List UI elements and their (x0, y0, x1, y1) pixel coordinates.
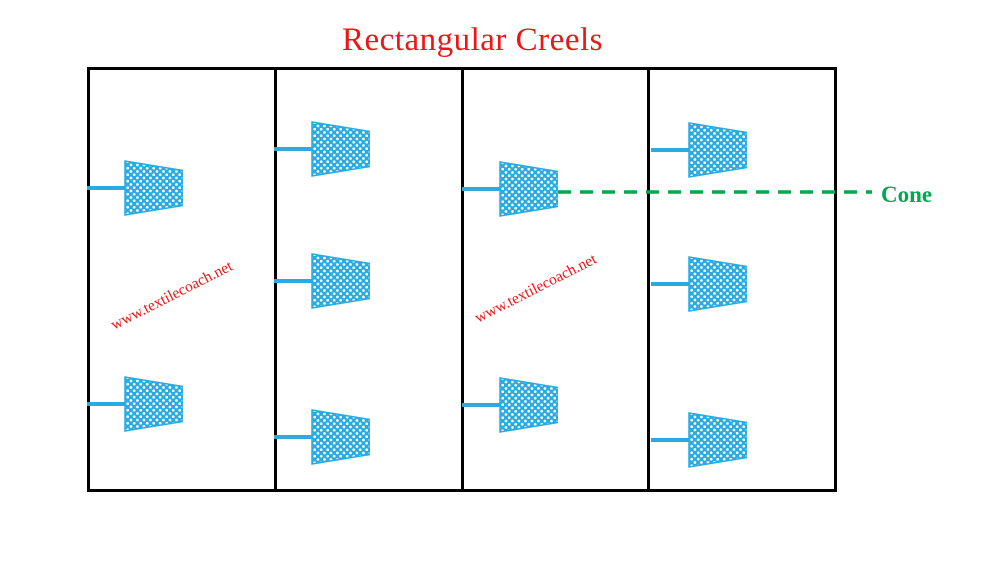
cone-icon-column-3-1 (462, 161, 559, 217)
creel-column-2 (277, 70, 464, 489)
cone-icon-column-4-2 (651, 256, 748, 312)
cone-body (124, 376, 184, 432)
cone-pointer-label: Cone (881, 182, 933, 207)
cone-icon-column-2-2 (274, 253, 371, 309)
cone-icon-column-4-3 (651, 412, 748, 468)
cone-body (311, 409, 371, 465)
cone-icon-column-2-1 (274, 121, 371, 177)
creel-column-3 (464, 70, 651, 489)
cone-icon-column-2-3 (274, 409, 371, 465)
cone-icon-column-4-1 (651, 122, 748, 178)
cone-icon-column-3-2 (462, 377, 559, 433)
cone-body (688, 412, 748, 468)
cone-body (499, 377, 559, 433)
cone-body (499, 161, 559, 217)
diagram-title: Rectangular Creels (342, 22, 603, 58)
cone-pointer-dashed-line (558, 190, 872, 194)
cone-icon-column-1-2 (87, 376, 184, 432)
cone-body (311, 253, 371, 309)
cone-body (688, 256, 748, 312)
cone-body (311, 121, 371, 177)
cone-icon-column-1-1 (87, 160, 184, 216)
cone-body (688, 122, 748, 178)
cone-body (124, 160, 184, 216)
